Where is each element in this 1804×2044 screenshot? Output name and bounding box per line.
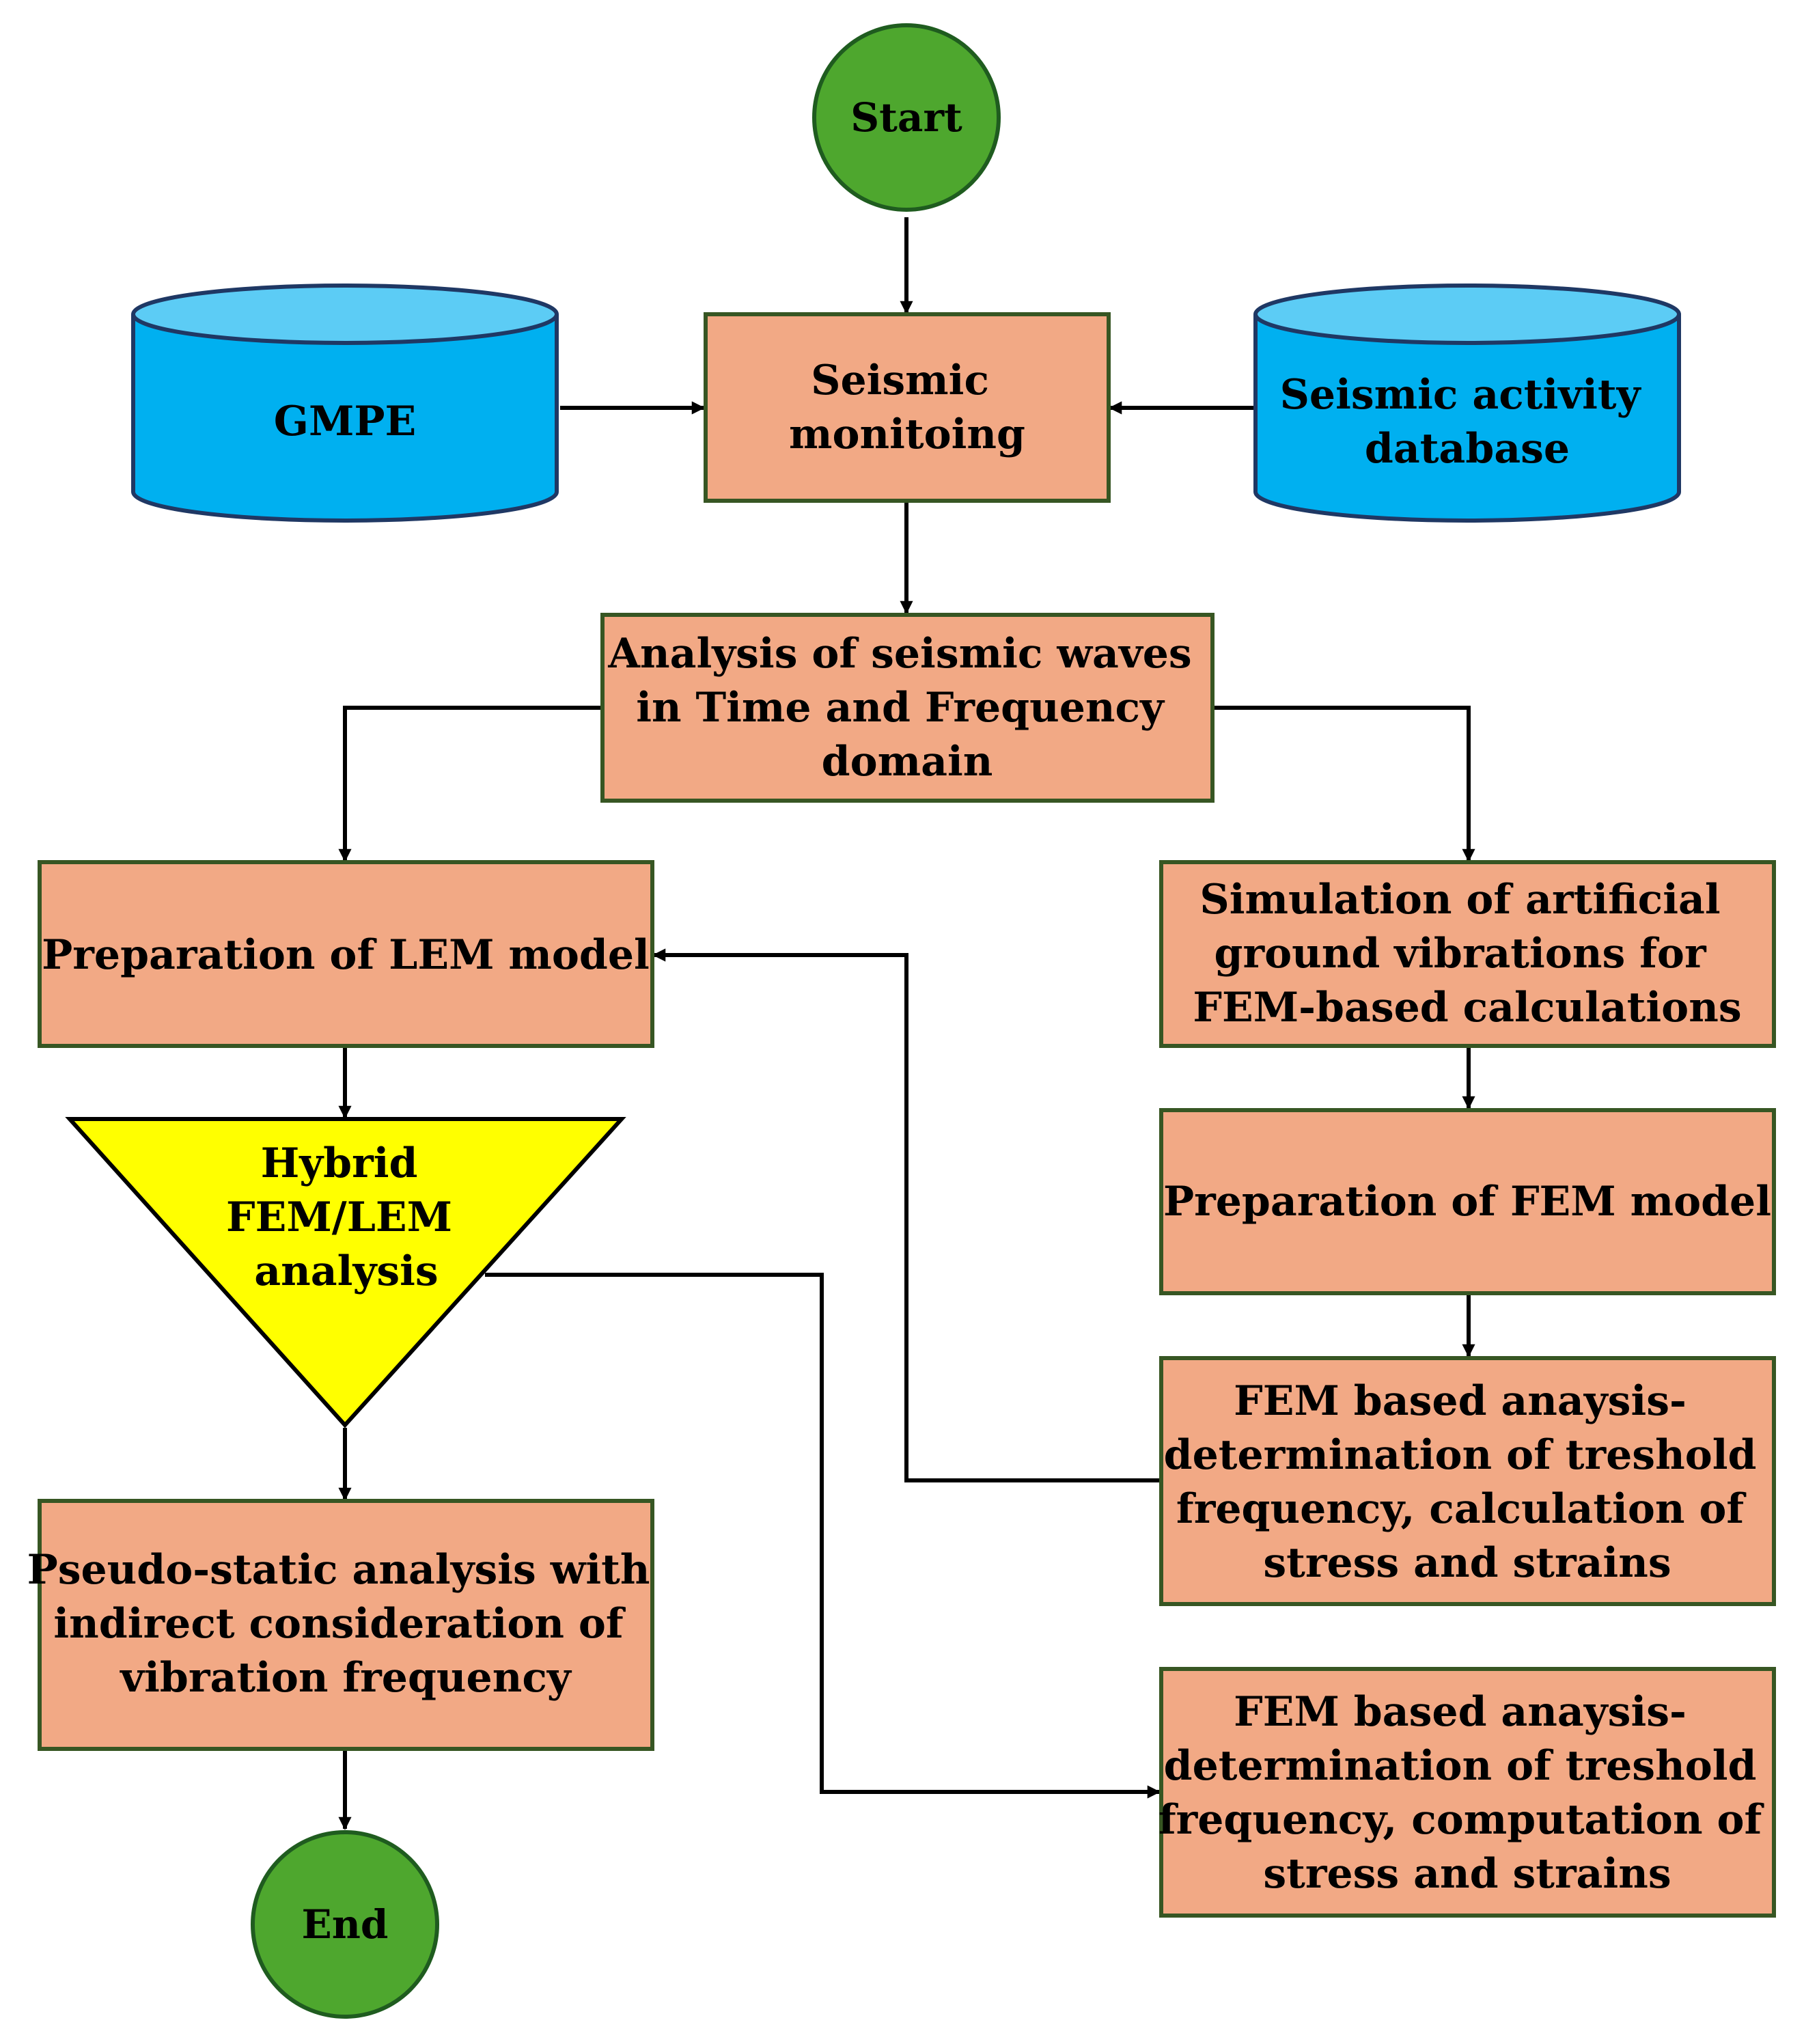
fem-analysis-computation-process: FEM based anaysis- determination of tres… — [1158, 1667, 1776, 1918]
wave-analysis-label-line: in Time and Frequency — [636, 684, 1165, 732]
ground-vibration-simulation-label: Simulation of artificial ground vibratio… — [1193, 876, 1741, 1032]
seismic-monitoring-process: Seismic monitoing — [704, 312, 1111, 503]
fem-analysis-calculation-label-line: stress and strains — [1263, 1539, 1671, 1587]
fem-analysis-calculation-label-line: FEM based anaysis- — [1234, 1377, 1687, 1425]
start-terminal: Start — [812, 23, 1001, 212]
lem-preparation-process: Preparation of LEM model — [38, 860, 654, 1048]
gmpe-label: GMPE — [274, 398, 417, 445]
start-label: Start — [850, 94, 962, 141]
lem-preparation-label: Preparation of LEM model — [42, 931, 650, 979]
fem-analysis-computation-label: FEM based anaysis- determination of tres… — [1158, 1688, 1776, 1898]
hybrid-analysis-label-line: analysis — [254, 1247, 438, 1295]
start-label-line: Start — [850, 94, 962, 141]
seismic-monitoring-label: Seismic monitoing — [789, 357, 1025, 458]
seismic-activity-database-label: Seismic activity database — [1280, 371, 1655, 473]
pseudo-static-analysis-label-line: Pseudo-static analysis with — [27, 1546, 650, 1594]
pseudo-static-analysis-label: Pseudo-static analysis with indirect con… — [27, 1546, 665, 1702]
hybrid-analysis-label-line: Hybrid — [261, 1140, 418, 1187]
pseudo-static-analysis-process: Pseudo-static analysis with indirect con… — [27, 1499, 665, 1751]
seismic-activity-database-label-line: Seismic activity — [1280, 371, 1642, 419]
hybrid-analysis-label-line: FEM/LEM — [226, 1193, 452, 1241]
pseudo-static-analysis-label-line: vibration frequency — [119, 1654, 572, 1702]
gmpe-database: GMPE — [131, 284, 559, 523]
fem-analysis-calculation-label-line: determination of treshold — [1164, 1431, 1757, 1479]
end-label: End — [302, 1901, 389, 1948]
arrow-wave-analysis-to-lem-prep — [338, 706, 601, 862]
seismic-monitoring-label-line: Seismic — [811, 357, 989, 404]
wave-analysis-label-line: domain — [822, 738, 993, 786]
lem-preparation-label-line: Preparation of LEM model — [42, 931, 650, 979]
fem-analysis-computation-label-line: frequency, computation of — [1158, 1796, 1765, 1844]
arrow-wave-analysis-to-simulation — [1212, 706, 1475, 862]
gmpe-label-line: GMPE — [274, 398, 417, 445]
fem-preparation-label: Preparation of FEM model — [1163, 1178, 1771, 1226]
seismic-activity-database-label-line: database — [1365, 425, 1570, 473]
ground-vibration-simulation-label-line: Simulation of artificial — [1199, 876, 1720, 924]
wave-analysis-label-line: Analysis of seismic waves — [607, 630, 1191, 678]
seismic-monitoring-label-line: monitoing — [789, 411, 1025, 458]
wave-analysis-process: Analysis of seismic waves in Time and Fr… — [600, 613, 1215, 803]
hybrid-analysis-label: Hybrid FEM/LEM analysis — [226, 1140, 467, 1295]
fem-analysis-calculation-label: FEM based anaysis- determination of tres… — [1164, 1377, 1771, 1587]
ground-vibration-simulation-label-line: ground vibrations for — [1215, 930, 1707, 978]
fem-analysis-computation-label-line: determination of treshold — [1164, 1742, 1757, 1790]
fem-preparation-label-line: Preparation of FEM model — [1163, 1178, 1771, 1226]
end-label-line: End — [302, 1901, 389, 1948]
seismic-activity-database: Seismic activity database — [1253, 284, 1681, 523]
pseudo-static-analysis-label-line: indirect consideration of — [53, 1600, 626, 1648]
fem-analysis-calculation-process: FEM based anaysis- determination of tres… — [1159, 1356, 1776, 1606]
fem-preparation-process: Preparation of FEM model — [1159, 1108, 1776, 1295]
arrow-fem-analysis-1-to-lem-prep — [652, 948, 1161, 1482]
wave-analysis-label: Analysis of seismic waves in Time and Fr… — [607, 630, 1206, 786]
ground-vibration-simulation-process: Simulation of artificial ground vibratio… — [1159, 860, 1776, 1048]
arrow-hybrid-to-fem-analysis-2 — [485, 1273, 1161, 1799]
fem-analysis-calculation-label-line: frequency, calculation of — [1176, 1485, 1747, 1533]
fem-analysis-computation-label-line: stress and strains — [1263, 1850, 1671, 1898]
hybrid-analysis-merge: Hybrid FEM/LEM analysis — [65, 1117, 626, 1428]
ground-vibration-simulation-label-line: FEM-based calculations — [1193, 984, 1741, 1032]
fem-analysis-computation-label-line: FEM based anaysis- — [1234, 1688, 1687, 1736]
end-terminal: End — [251, 1830, 439, 2019]
